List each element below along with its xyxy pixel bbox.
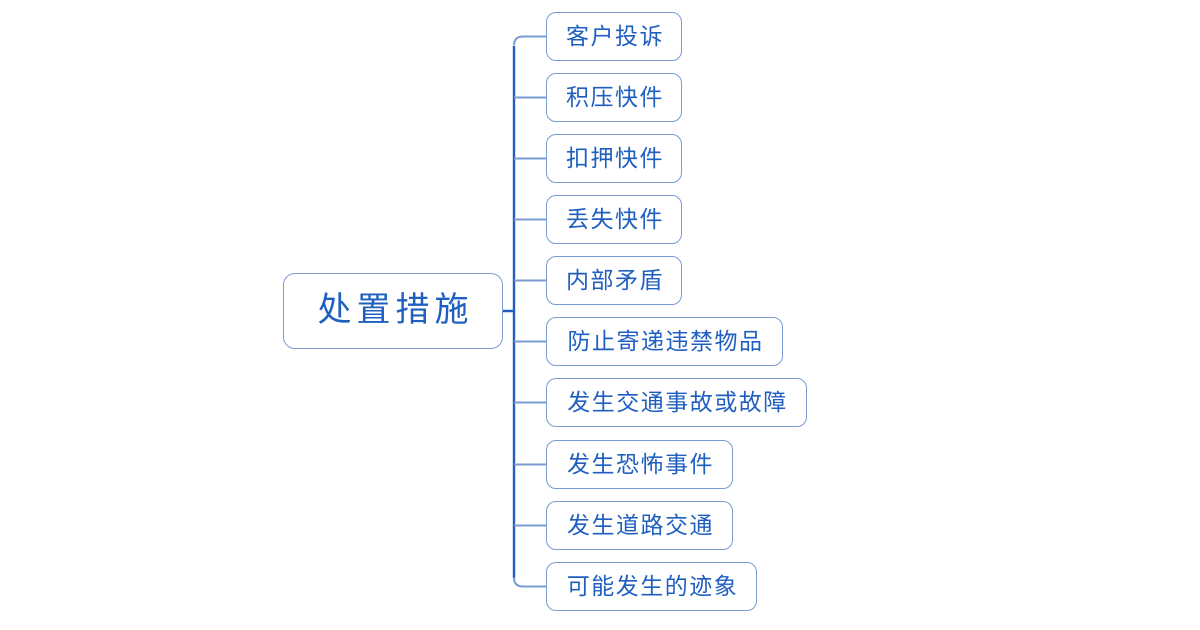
child-node[interactable]: 发生交通事故或故障 [546,378,807,427]
branch-line [513,35,546,46]
child-node[interactable]: 发生恐怖事件 [546,440,733,489]
child-node[interactable]: 丢失快件 [546,195,682,244]
child-node[interactable]: 客户投诉 [546,12,682,61]
root-node[interactable]: 处置措施 [283,273,503,349]
child-node[interactable]: 内部矛盾 [546,256,682,305]
spine-line [503,46,516,578]
child-node[interactable]: 积压快件 [546,73,682,122]
child-node[interactable]: 防止寄递违禁物品 [546,317,783,366]
child-node[interactable]: 扣押快件 [546,134,682,183]
branch-line [513,577,546,588]
child-node[interactable]: 可能发生的迹象 [546,562,757,611]
child-node[interactable]: 发生道路交通 [546,501,733,550]
